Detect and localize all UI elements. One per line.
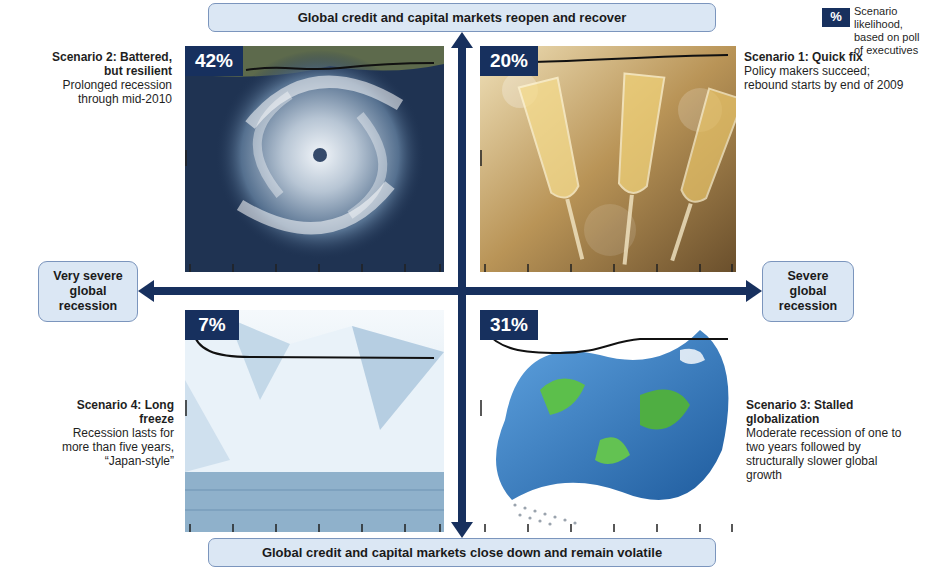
scenario-heading: Scenario 3: Stalled globalization [746, 398, 914, 426]
iceberg-image [185, 310, 444, 532]
legend-swatch: % [822, 8, 850, 27]
likelihood-badge: 20% [480, 46, 538, 76]
legend-symbol: % [830, 9, 842, 24]
arrow-head [451, 522, 473, 538]
scenario-description: Policy makers succeed; rebound starts by… [744, 64, 904, 92]
node-text: 20% [490, 50, 528, 72]
globe-image [480, 310, 736, 532]
legend-text: Scenario likelihood, based on poll of ex… [854, 5, 922, 57]
axis-arrow [138, 280, 762, 302]
scenario-text: Scenario 4: Long freezeRecession lasts f… [56, 398, 174, 468]
axis-band: Global credit and capital markets close … [208, 538, 716, 567]
likelihood-badge: 42% [185, 46, 243, 76]
axis-end-box: Severe global recession [762, 261, 854, 322]
likelihood-badge: 31% [480, 310, 538, 340]
champagne-image [480, 46, 736, 272]
arrow-head [746, 280, 762, 302]
node-text: Global credit and capital markets reopen… [298, 10, 627, 25]
likelihood-badge: 7% [185, 310, 239, 340]
scenario-text: Scenario 1: Quick fixPolicy makers succe… [744, 50, 904, 92]
node-text: Global credit and capital markets close … [262, 545, 662, 560]
axis-end-box: Very severe global recession [38, 261, 138, 322]
scenario-text: Scenario 2: Battered, but resilientProlo… [48, 50, 172, 106]
arrow-head [138, 280, 154, 302]
scenario-heading: Scenario 2: Battered, but resilient [48, 50, 172, 78]
node-text: Severe global recession [769, 269, 847, 314]
axis-band: Global credit and capital markets reopen… [208, 3, 716, 32]
arrow-shaft [458, 47, 466, 523]
node-text: 42% [195, 50, 233, 72]
arrow-shaft [153, 287, 747, 295]
scenario-text: Scenario 3: Stalled globalizationModerat… [746, 398, 914, 482]
axis-arrow [451, 32, 473, 538]
scenario-heading: Scenario 4: Long freeze [56, 398, 174, 426]
scenario-description: Prolonged recession through mid-2010 [48, 78, 172, 106]
scenario-description: Moderate recession of one to two years f… [746, 426, 914, 482]
node-text: 7% [198, 314, 225, 336]
node-text: 31% [490, 314, 528, 336]
node-text: Very severe global recession [45, 269, 131, 314]
scenario-description: Recession lasts for more than five years… [56, 426, 174, 468]
hurricane-image [185, 46, 444, 272]
arrow-head [451, 32, 473, 48]
